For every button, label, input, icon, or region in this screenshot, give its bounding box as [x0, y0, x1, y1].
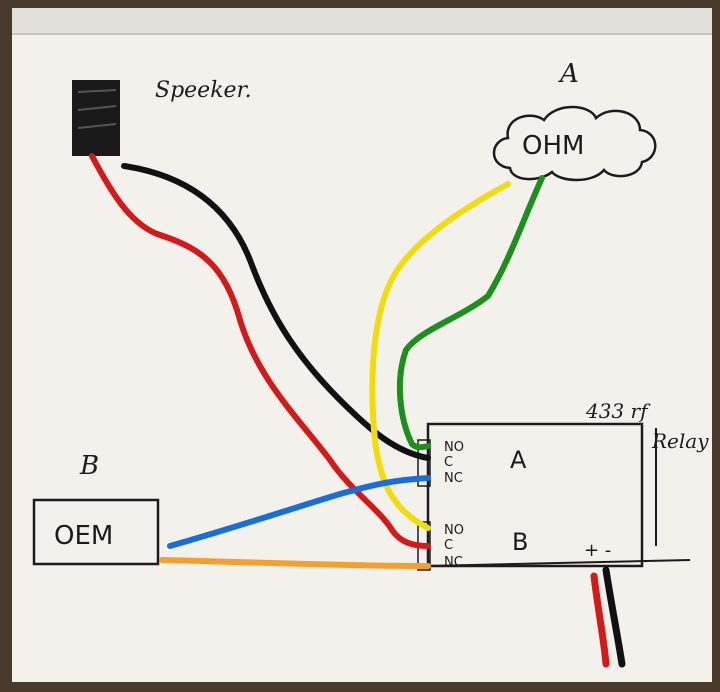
- relay-terminal-b-no: NO: [444, 523, 464, 538]
- oem-box: [32, 498, 160, 566]
- wire-green: [396, 175, 545, 451]
- wire-blue: [167, 475, 431, 549]
- relay-terminal-a-no: NO: [444, 440, 464, 455]
- relay-terminal-b-nc: NC: [444, 555, 463, 570]
- wire-red: [89, 153, 431, 549]
- speaker-label: Speeker.: [155, 78, 252, 103]
- ohm-group-label: A: [558, 59, 579, 89]
- power-lead-black: [602, 566, 626, 668]
- relay-board-base: [427, 559, 691, 567]
- relay-board: [426, 422, 644, 568]
- relay-terminal-a-c: C: [444, 455, 453, 470]
- relay-terminal-a-nc: NC: [444, 471, 463, 486]
- relay-title: 433 rf: [585, 399, 651, 423]
- oem-label: OEM: [54, 521, 113, 551]
- terminal-pad: [417, 439, 431, 487]
- wire-yellow: [369, 181, 511, 531]
- relay-power-label: + -: [584, 540, 611, 561]
- speaker-component: [72, 80, 120, 156]
- relay-label-a: A: [510, 446, 527, 474]
- ohm-cloud-icon: [492, 105, 657, 182]
- relay-terminal-b-c: C: [444, 538, 453, 553]
- oem-group-label: B: [79, 451, 99, 481]
- relay-title-2: Relay: [651, 429, 709, 453]
- wire-orange: [159, 557, 431, 569]
- paper-sheet: [12, 8, 712, 682]
- relay-label-b: B: [512, 528, 528, 556]
- power-lead-red: [590, 572, 610, 668]
- ohm-label: OHM: [522, 131, 584, 161]
- paper-top-strip: [12, 8, 712, 34]
